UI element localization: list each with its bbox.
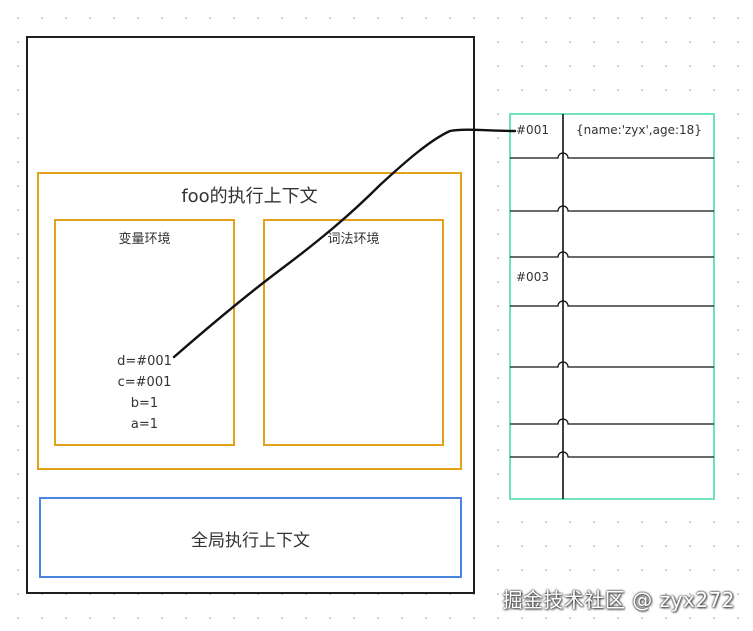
reference-pointer-line xyxy=(172,128,517,359)
global-execution-context-title: 全局执行上下文 xyxy=(191,531,310,551)
heap-row-separator xyxy=(510,418,714,425)
heap-row-separator xyxy=(510,251,714,258)
heap-row-separator xyxy=(510,451,714,458)
heap-row-separator xyxy=(510,205,714,212)
variable-environment-title: 变量环境 xyxy=(118,232,171,247)
variable-entry-d: d=#001 xyxy=(117,354,172,369)
global-execution-context-box xyxy=(39,497,462,578)
heap-row-separator xyxy=(510,152,714,159)
lexical-environment-box xyxy=(263,219,444,446)
heap-value-001: {name:'zyx',age:18} xyxy=(576,123,702,137)
heap-address-003: #003 xyxy=(516,270,549,284)
variable-entry-a: a=1 xyxy=(130,417,159,432)
variable-entry-b: b=1 xyxy=(130,396,159,411)
lexical-environment-title: 词法环境 xyxy=(327,232,380,247)
heap-row-separator xyxy=(510,361,714,368)
watermark-text: 掘金技术社区 @ zyx272 xyxy=(502,588,735,612)
variable-environment-box xyxy=(54,219,235,446)
variable-entry-c: c=#001 xyxy=(117,375,172,390)
heap-address-001: #001 xyxy=(516,123,549,137)
foo-execution-context-box xyxy=(37,172,462,470)
foo-execution-context-title: foo的执行上下文 xyxy=(181,186,318,207)
heap-row-separator xyxy=(510,300,714,307)
